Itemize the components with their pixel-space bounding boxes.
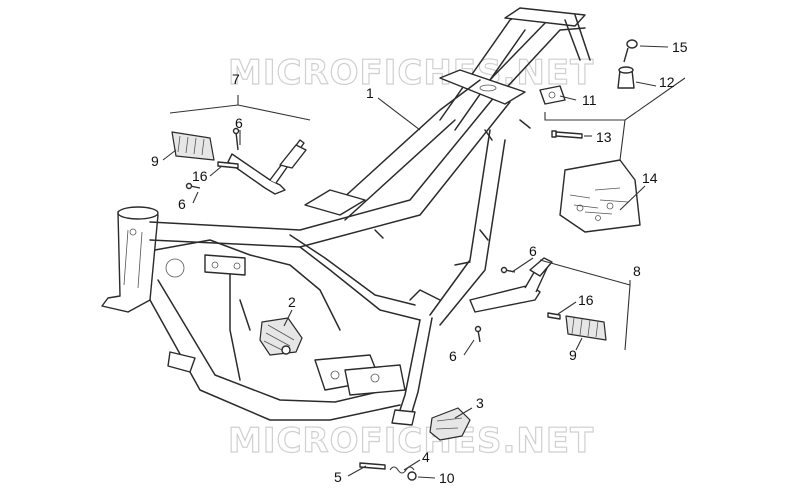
clamp-part-11: [539, 85, 566, 105]
spring-part-4: [389, 466, 415, 474]
callout-3: 3: [476, 395, 484, 411]
callout-9-right: 9: [569, 347, 577, 363]
callout-6-left-top: 6: [235, 115, 243, 131]
callout-14: 14: [642, 170, 658, 186]
callout-2: 2: [288, 294, 296, 310]
callout-16-right: 16: [578, 292, 594, 308]
watermark-top: MICROFICHES.NET: [228, 53, 594, 93]
hardware-kit-part-14: [559, 159, 641, 233]
callout-4: 4: [422, 449, 430, 465]
washer-part-10: [407, 471, 417, 481]
callout-11: 11: [582, 92, 597, 108]
footpeg-part-3: [429, 407, 471, 441]
callout-10: 10: [439, 470, 455, 486]
cap-part-15: [623, 39, 638, 63]
callout-12: 12: [659, 74, 675, 90]
main-frame: [101, 7, 591, 426]
callout-15: 15: [672, 39, 688, 55]
callout-9-left: 9: [151, 153, 159, 169]
callout-6-left-bottom: 6: [178, 196, 186, 212]
footrest-bracket-part-7: [171, 127, 307, 195]
callout-1: 1: [366, 85, 374, 101]
callout-7: 7: [232, 71, 240, 87]
watermark-bottom: MICROFICHES.NET: [228, 421, 594, 461]
callout-8: 8: [633, 263, 641, 279]
plug-part-12: [617, 66, 635, 89]
footpeg-part-2: [259, 317, 303, 356]
callout-6-right-bottom: 6: [449, 348, 457, 364]
callout-labels: 1 2 3 4 5 6 6 6 6 7 8 9 9 10 11 12 13 14…: [151, 39, 688, 486]
callout-6-right-top: 6: [529, 243, 537, 259]
bolt-part-13: [551, 130, 583, 139]
leader-lines: [162, 45, 686, 479]
pin-part-5: [359, 462, 386, 470]
callout-16-left: 16: [192, 168, 208, 184]
footrest-bracket-part-8: [469, 257, 607, 343]
callout-5: 5: [334, 469, 342, 485]
callout-13: 13: [596, 129, 612, 145]
